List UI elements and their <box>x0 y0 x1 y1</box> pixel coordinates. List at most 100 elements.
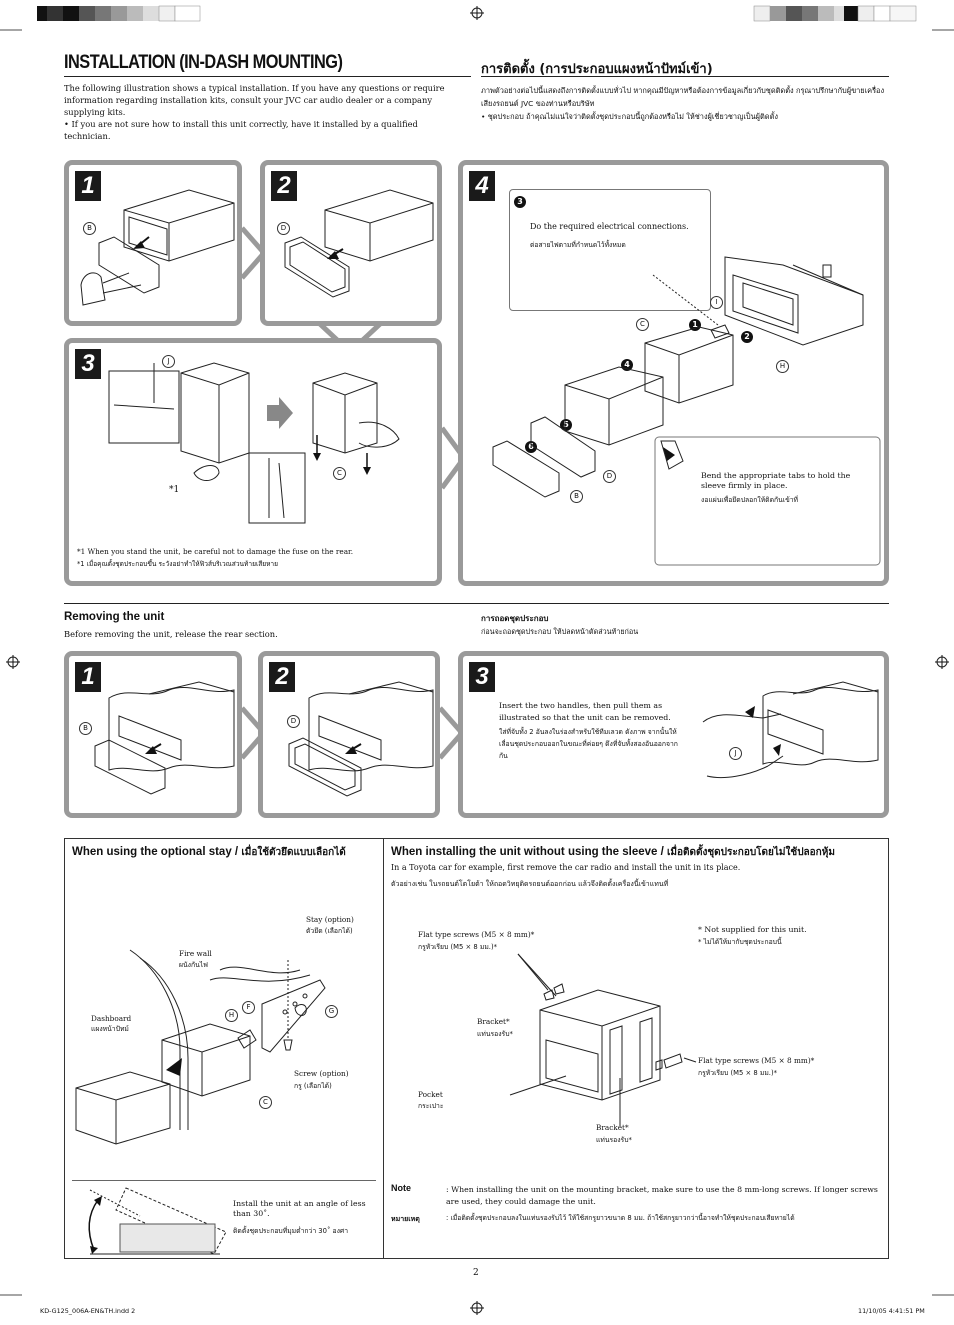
full-assembly-illustration <box>492 256 881 566</box>
intro-th-paragraph: ภาพตัวอย่างต่อไปนี้แสดงถึงการติดตั้งแบบท… <box>481 86 885 108</box>
without-sleeve-desc-en: In a Toyota car for example, first remov… <box>391 863 741 872</box>
registration-bar-left <box>0 5 954 31</box>
without-sleeve-title-en: When installing the unit without using t… <box>391 846 668 858</box>
part-label-b: B <box>83 222 96 235</box>
angle-text-th: ติดตั้งชุดประกอบที่มุมต่ำกว่า 30˚ องศา <box>233 1227 349 1235</box>
step-number: 1 <box>75 662 101 692</box>
footnote-mark: *1 <box>169 485 180 495</box>
note-label-th: หมายเหตุ <box>391 1215 420 1223</box>
dashboard-label-en: Dashboard <box>91 1014 132 1023</box>
step-marker-2: 2 <box>741 331 753 343</box>
dashboard-label-th: แผงหน้าปัทม์ <box>91 1025 129 1033</box>
part-label-c: C <box>333 467 346 480</box>
screw-label-th: กรู (เลือกได้) <box>294 1082 332 1090</box>
remove-faceplate-illustration <box>94 681 235 795</box>
removing-rule <box>64 603 889 604</box>
page-title-en: INSTALLATION (IN-DASH MOUNTING) <box>64 52 343 73</box>
bottom-section-divider <box>383 838 384 1259</box>
bend-tabs-en: Bend the appropriate tabs to hold the sl… <box>701 471 851 490</box>
bottom-section-box <box>64 838 889 1259</box>
part-label-d: D <box>603 470 616 483</box>
remove-step-2-panel: 2 D <box>258 651 440 818</box>
part-label-c: C <box>636 318 649 331</box>
note-text-th: : เมื่อติดตั้งชุดประกอบลงในแท่นรองรับไว้… <box>446 1214 795 1222</box>
handles-text-th: ใส่ที่จับทั้ง 2 อันลงในร่องสำหรับใช้ทีมเ… <box>499 728 678 760</box>
flat-screws-top-en: Flat type screws (M5 × 8 mm)* <box>418 930 535 939</box>
title-rule-th <box>481 76 889 77</box>
title-rule-en <box>64 76 471 77</box>
flat-screws-right-en: Flat type screws (M5 × 8 mm)* <box>698 1056 815 1065</box>
intro-en-bullet: • If you are not sure how to install thi… <box>64 119 418 141</box>
flat-screws-right-th: กรูหัวเรียบ (M5 × 8 มม.)* <box>698 1069 778 1077</box>
sleeve-tabs-illustration <box>108 362 400 524</box>
part-label-b: B <box>570 490 583 503</box>
note-label-en: Note <box>391 1183 411 1193</box>
bracket-top-en: Bracket* <box>477 1017 510 1026</box>
registration-mark-left <box>6 655 20 669</box>
intro-th: ภาพตัวอย่างต่อไปนี้แสดงถึงการติดตั้งแบบท… <box>481 84 891 123</box>
removing-desc-en: Before removing the unit, release the re… <box>64 629 278 639</box>
faceplate-illustration <box>284 189 434 298</box>
not-supplied-th: * ไม่ได้ให้มากับชุดประกอบนี้ <box>698 938 782 946</box>
remove-step-1-panel: 1 B <box>64 651 242 818</box>
without-sleeve-desc-th: ตัวอย่างเช่น ในรถยนต์โตโยต้า ให้ถอดวิทยุ… <box>391 880 669 888</box>
part-label-j: J <box>729 747 742 760</box>
stay-label-th: ตัวยึด (เลือกได้) <box>306 927 353 935</box>
footer-file: KD-G125_006A-EN&TH.indd 2 <box>40 1307 136 1315</box>
angle-divider <box>72 1180 376 1181</box>
callout-number: 3 <box>514 196 526 208</box>
angle-text-en: Install the unit at an angle of less tha… <box>233 1199 366 1218</box>
step-marker-6: 6 <box>525 441 537 453</box>
part-label-d: D <box>277 222 290 235</box>
page-number: 2 <box>473 1268 479 1278</box>
part-label-f: F <box>242 1001 255 1014</box>
footer-timestamp: 11/10/05 4:41:51 PM <box>858 1307 925 1315</box>
install-step-3-panel: 3 J C *1 *1 When you stand the unit, be … <box>64 338 442 586</box>
part-label-d: D <box>287 715 300 728</box>
screw-label-en: Screw (option) <box>294 1069 349 1078</box>
firewall-label-th: ผนังกันไฟ <box>179 961 208 969</box>
page-title-th: การติดตั้ง (การประกอบแผงหน้าปัทม์เข้า) <box>481 62 713 77</box>
part-label-c: C <box>259 1096 272 1109</box>
removing-desc-th: ก่อนจะถอดชุดประกอบ ให้ปลดหน้าตัดส่วนท้าย… <box>481 627 639 636</box>
footnote-en: *1 When you stand the unit, be careful n… <box>77 547 354 556</box>
flat-screws-top-th: กรูหัวเรียบ (M5 × 8 มม.)* <box>418 943 498 951</box>
install-step-4-panel: 4 3 Do the required electrical connectio… <box>458 160 889 586</box>
removing-title-en: Removing the unit <box>64 611 165 623</box>
part-label-g: G <box>325 1005 338 1018</box>
unit-illustration <box>80 189 235 306</box>
bracket-bottom-en: Bracket* <box>596 1123 629 1132</box>
step-marker-1: 1 <box>689 319 701 331</box>
stay-label-en: Stay (option) <box>306 915 354 924</box>
note-text-en: : When installing the unit on the mounti… <box>446 1185 878 1206</box>
bend-tabs-th: งอแผ่นเพื่อยึดปลอกให้ติดกันเข้าที่ <box>701 496 799 504</box>
install-step-2-panel: 2 D <box>260 160 442 326</box>
bracket-bottom-th: แท่นรองรับ* <box>596 1136 632 1144</box>
firewall-label-en: Fire wall <box>179 949 212 958</box>
pocket-label-th: กระเปาะ <box>418 1102 444 1110</box>
part-label-j: J <box>162 355 175 368</box>
not-supplied-en: * Not supplied for this unit. <box>698 925 807 934</box>
optional-stay-title-th: เมื่อใช้ตัวยึดแบบเลือกได้ <box>241 847 346 858</box>
callout-text-th: ต่อสายไฟตามที่กำหนดไว้ทั้งหมด <box>530 241 626 249</box>
part-label-b: B <box>79 722 92 735</box>
registration-mark-bottom <box>470 1301 484 1315</box>
optional-stay-title: When using the optional stay / เมื่อใช้ต… <box>72 845 346 860</box>
remove-trim-illustration <box>288 681 434 797</box>
pocket-label-en: Pocket <box>418 1090 443 1099</box>
angle-illustration <box>88 1187 227 1255</box>
handles-text-en: Insert the two handles, then pull them a… <box>499 701 671 722</box>
optional-stay-illustration <box>75 949 326 1145</box>
remove-step-3-panel: 3 Insert the two handles, then pull them… <box>458 651 889 818</box>
part-label-i: I <box>710 296 723 309</box>
bracket-mounting-illustration <box>509 953 697 1126</box>
intro-en-paragraph: The following illustration shows a typic… <box>64 83 445 117</box>
callout-electrical: 3 Do the required electrical connections… <box>509 189 711 311</box>
intro-th-bullet: • ชุดประกอบ ถ้าคุณไม่แน่ใจว่าติดตั้งชุดป… <box>481 112 778 121</box>
footnote-th: *1 เมื่อคุณตั้งชุดประกอบขึ้น ระวังอย่าทำ… <box>77 560 278 568</box>
without-sleeve-title: When installing the unit without using t… <box>391 845 835 860</box>
step-number: 2 <box>271 171 297 201</box>
remove-handles-illustration <box>702 681 879 779</box>
step-number: 3 <box>75 349 101 379</box>
without-sleeve-title-th: เมื่อติดตั้งชุดประกอบโดยไม่ใช้ปลอกหุ้ม <box>667 847 835 858</box>
